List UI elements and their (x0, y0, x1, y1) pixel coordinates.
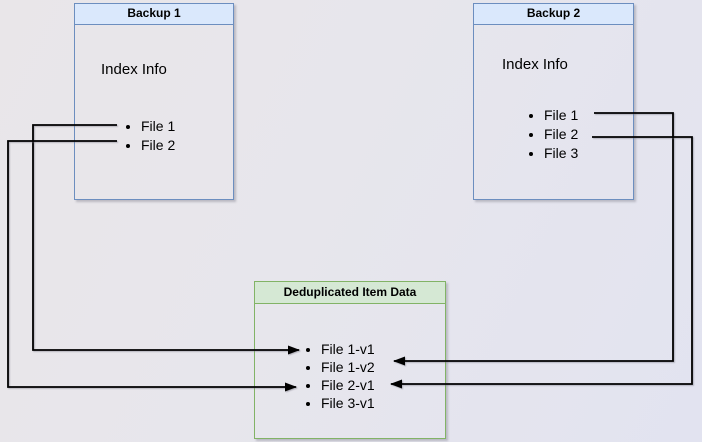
backup2-box: Backup 2 Index Info File 1File 2File 3 (473, 3, 634, 200)
backup2-index-info-label: Index Info (502, 56, 568, 73)
backup2-file-list: File 1File 2File 3 (518, 106, 578, 163)
backup2-title: Backup 2 (474, 4, 633, 25)
backup2-file-item: File 1 (544, 106, 578, 125)
dedup-title: Deduplicated Item Data (255, 282, 445, 304)
dedup-item: File 1-v1 (321, 340, 375, 358)
backup1-title: Backup 1 (75, 4, 233, 25)
dedup-item: File 1-v2 (321, 358, 375, 376)
backup1-box: Backup 1 Index Info File 1File 2 (74, 3, 234, 200)
backup2-file-item: File 2 (544, 125, 578, 144)
dedup-item-list: File 1-v1File 1-v2File 2-v1File 3-v1 (295, 340, 375, 412)
deduplicated-item-data-box: Deduplicated Item Data File 1-v1File 1-v… (254, 281, 446, 439)
backup1-index-info-label: Index Info (101, 61, 167, 78)
backup2-file-item: File 3 (544, 144, 578, 163)
backup1-file-item: File 1 (141, 117, 175, 136)
dedup-item: File 2-v1 (321, 376, 375, 394)
backup1-file-item: File 2 (141, 136, 175, 155)
backup1-file-list: File 1File 2 (115, 117, 175, 155)
dedup-item: File 3-v1 (321, 394, 375, 412)
